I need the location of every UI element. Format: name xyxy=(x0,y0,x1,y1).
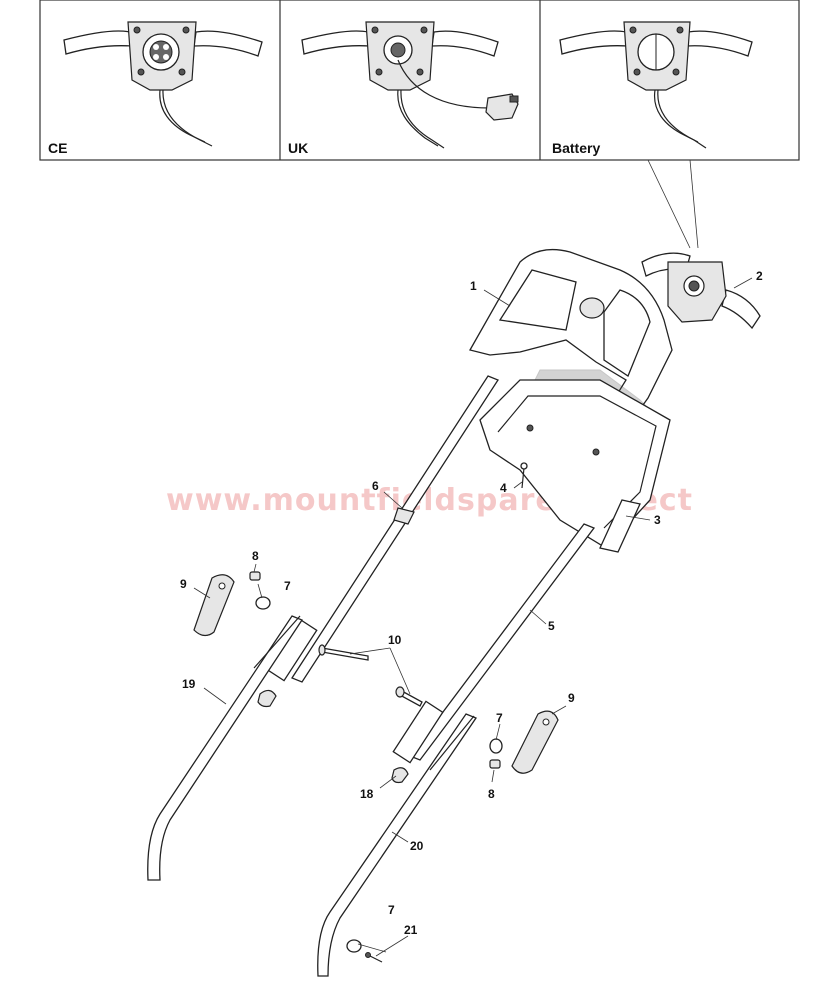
lower-right-tube xyxy=(317,713,477,977)
switch-box xyxy=(641,252,761,330)
inset-pointer xyxy=(647,159,699,249)
cap-18-right xyxy=(391,767,409,784)
callout-18: 18 xyxy=(360,787,374,801)
callout-10: 10 xyxy=(388,633,402,647)
callout-6: 6 xyxy=(372,479,379,493)
knob-8-left xyxy=(249,571,261,581)
callout-21: 21 xyxy=(404,923,418,937)
bolt-10-lower xyxy=(395,686,423,707)
callout-9-left: 9 xyxy=(180,577,187,591)
callout-19: 19 xyxy=(182,677,196,691)
inset-label-battery: Battery xyxy=(552,140,600,156)
callouts: 1 2 3 4 5 6 7 7 7 8 8 9 9 10 18 19 20 21 xyxy=(180,269,763,937)
inset-battery: Battery xyxy=(552,21,753,156)
callout-4: 4 xyxy=(500,481,507,495)
callout-9-right: 9 xyxy=(568,691,575,705)
callout-5: 5 xyxy=(548,619,555,633)
inset-uk: UK xyxy=(288,21,519,156)
callout-20: 20 xyxy=(410,839,424,853)
inset-label-ce: CE xyxy=(48,140,67,156)
screw-4 xyxy=(520,462,528,489)
lower-left-tube xyxy=(147,615,303,881)
leader-lines xyxy=(193,277,753,957)
cap-18-left xyxy=(257,689,277,708)
washer-7-right xyxy=(489,738,503,754)
lower-handle-section xyxy=(599,499,641,553)
callout-7-bottom: 7 xyxy=(388,903,395,917)
inset-panel: CE UK Bat xyxy=(39,0,800,161)
callout-1: 1 xyxy=(470,279,477,293)
left-handle-tube xyxy=(266,375,499,683)
callout-3: 3 xyxy=(654,513,661,527)
callout-7-left: 7 xyxy=(284,579,291,593)
cam-lever-right xyxy=(511,710,559,774)
cam-lever-left xyxy=(193,574,235,637)
washer-7-left xyxy=(255,596,271,610)
callout-2: 2 xyxy=(756,269,763,283)
screw-21 xyxy=(365,952,383,963)
callout-7-right: 7 xyxy=(496,711,503,725)
inset-ce: CE xyxy=(48,21,263,156)
callout-8-right: 8 xyxy=(488,787,495,801)
knob-8-right xyxy=(489,759,501,769)
washer-7-bottom xyxy=(346,939,362,953)
callout-8-left: 8 xyxy=(252,549,259,563)
right-handle-tube xyxy=(392,523,596,764)
inset-label-uk: UK xyxy=(288,140,308,156)
